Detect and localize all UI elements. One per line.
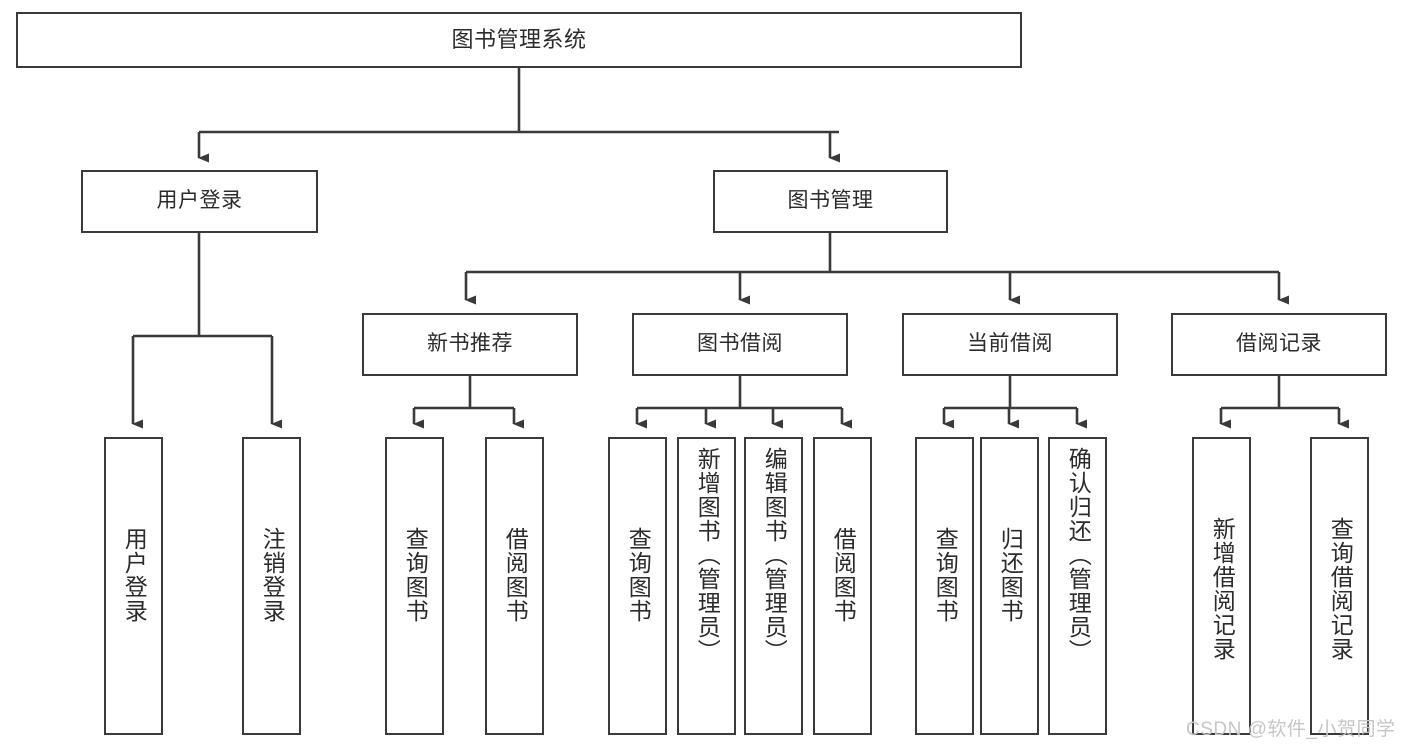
leaf-query-record[interactable]: 查询借阅记录 xyxy=(1310,437,1369,735)
leaf-borrow-book-2-label: 借阅图书 xyxy=(830,527,857,623)
node-book-borrow[interactable]: 图书借阅 xyxy=(632,313,848,376)
node-borrow-record[interactable]: 借阅记录 xyxy=(1171,313,1387,376)
node-new-book-rec[interactable]: 新书推荐 xyxy=(362,313,578,376)
leaf-query-record-label: 查询借阅记录 xyxy=(1327,517,1354,661)
node-book-borrow-label: 图书借阅 xyxy=(697,332,783,356)
node-new-book-rec-label: 新书推荐 xyxy=(427,332,513,356)
node-root-label: 图书管理系统 xyxy=(451,27,587,53)
leaf-add-record[interactable]: 新增借阅记录 xyxy=(1192,437,1251,735)
leaf-user-login-label: 用户登录 xyxy=(121,527,148,623)
node-root[interactable]: 图书管理系统 xyxy=(16,12,1022,68)
leaf-edit-book-label: 编辑图书（管理员） xyxy=(761,447,788,663)
csdn-watermark: CSDN @软件_小贺同学 xyxy=(1186,719,1396,740)
node-current-borrow-label: 当前借阅 xyxy=(967,332,1053,356)
leaf-query-book-2-label: 查询图书 xyxy=(625,527,652,623)
leaf-query-book-3[interactable]: 查询图书 xyxy=(915,437,974,735)
leaf-logout-label: 注销登录 xyxy=(259,527,286,623)
leaf-confirm-return[interactable]: 确认归还（管理员） xyxy=(1048,437,1107,735)
node-book-manage-label: 图书管理 xyxy=(787,189,874,213)
leaf-query-book-2[interactable]: 查询图书 xyxy=(608,437,667,735)
leaf-add-book-label: 新增图书（管理员） xyxy=(694,447,721,663)
leaf-query-book-1[interactable]: 查询图书 xyxy=(385,437,444,735)
leaf-return-book-label: 归还图书 xyxy=(997,527,1024,623)
leaf-borrow-book-2[interactable]: 借阅图书 xyxy=(813,437,872,735)
leaf-borrow-book-1[interactable]: 借阅图书 xyxy=(485,437,544,735)
leaf-logout[interactable]: 注销登录 xyxy=(242,437,301,735)
leaf-query-book-3-label: 查询图书 xyxy=(932,527,959,623)
leaf-edit-book[interactable]: 编辑图书（管理员） xyxy=(744,437,803,735)
node-borrow-record-label: 借阅记录 xyxy=(1236,332,1322,356)
leaf-user-login[interactable]: 用户登录 xyxy=(104,437,163,735)
node-book-manage[interactable]: 图书管理 xyxy=(713,170,948,233)
leaf-add-record-label: 新增借阅记录 xyxy=(1209,517,1236,661)
leaf-query-book-1-label: 查询图书 xyxy=(402,527,429,623)
leaf-confirm-return-label: 确认归还（管理员） xyxy=(1065,447,1092,663)
node-current-borrow[interactable]: 当前借阅 xyxy=(902,313,1118,376)
leaf-return-book[interactable]: 归还图书 xyxy=(980,437,1039,735)
node-user-login-label: 用户登录 xyxy=(156,189,243,213)
leaf-borrow-book-1-label: 借阅图书 xyxy=(502,527,529,623)
leaf-add-book[interactable]: 新增图书（管理员） xyxy=(677,437,736,735)
node-user-login[interactable]: 用户登录 xyxy=(81,170,318,233)
